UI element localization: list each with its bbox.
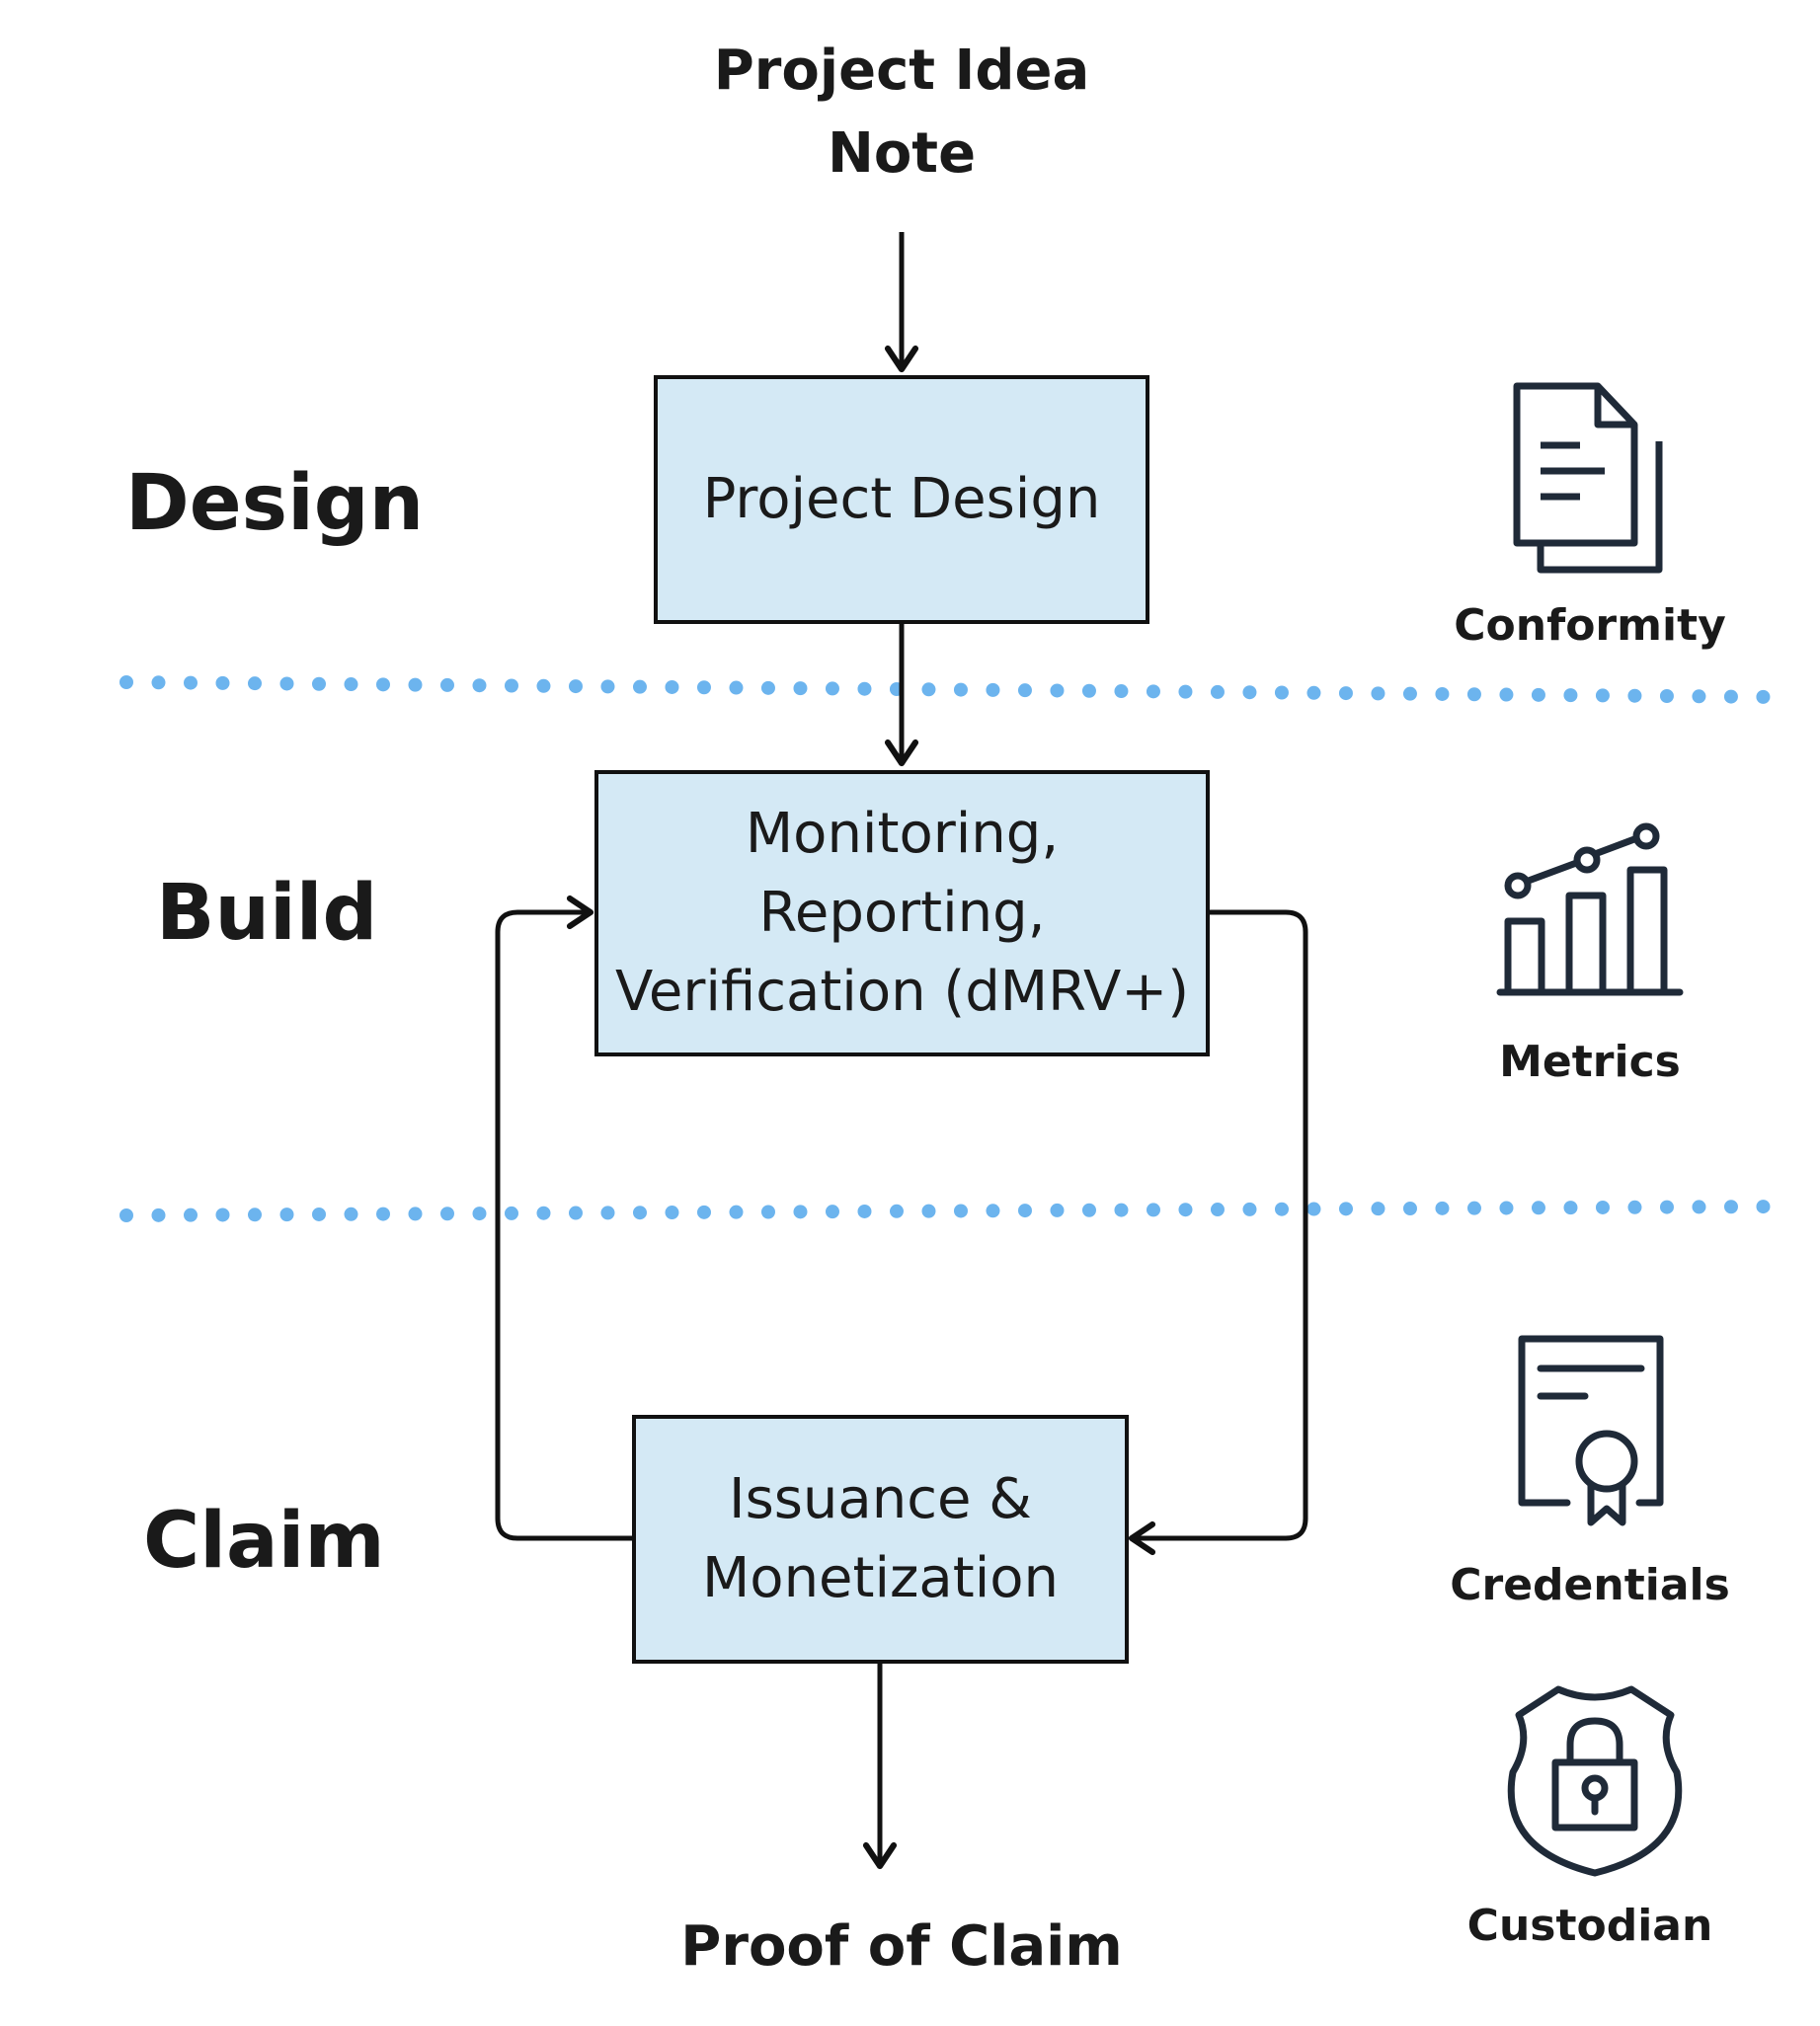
input-label: Project Idea Note bbox=[713, 39, 1090, 186]
box-project-design: Project Design bbox=[654, 375, 1149, 624]
icon-label-metrics: Metrics bbox=[1499, 1037, 1681, 1087]
divider-design-build bbox=[119, 675, 1784, 704]
arrow-issuance-to-mrv bbox=[495, 895, 634, 1541]
box-mrv-text: Monitoring, Reporting, Verification (dMR… bbox=[614, 802, 1190, 1024]
phase-label-claim: Claim bbox=[143, 1497, 385, 1586]
phase-label-design: Design bbox=[125, 459, 425, 548]
phase-label-build: Build bbox=[156, 869, 378, 958]
box-issuance: Issuance & Monetization bbox=[632, 1415, 1129, 1664]
divider-build-claim bbox=[119, 1200, 1784, 1222]
output-label: Proof of Claim bbox=[680, 1914, 1123, 1979]
icon-label-credentials: Credentials bbox=[1450, 1560, 1730, 1610]
document-icon bbox=[1513, 382, 1663, 574]
icon-label-custodian: Custodian bbox=[1466, 1901, 1713, 1951]
box-mrv: Monitoring, Reporting, Verification (dMR… bbox=[594, 770, 1210, 1056]
chart-icon bbox=[1496, 822, 1684, 996]
box-issuance-text: Issuance & Monetization bbox=[701, 1467, 1060, 1610]
box-project-design-text: Project Design bbox=[702, 467, 1101, 531]
certificate-icon bbox=[1518, 1335, 1664, 1526]
icon-label-conformity: Conformity bbox=[1454, 600, 1726, 651]
shield-lock-icon bbox=[1507, 1685, 1683, 1877]
arrow-mrv-to-issuance bbox=[1128, 909, 1308, 1556]
